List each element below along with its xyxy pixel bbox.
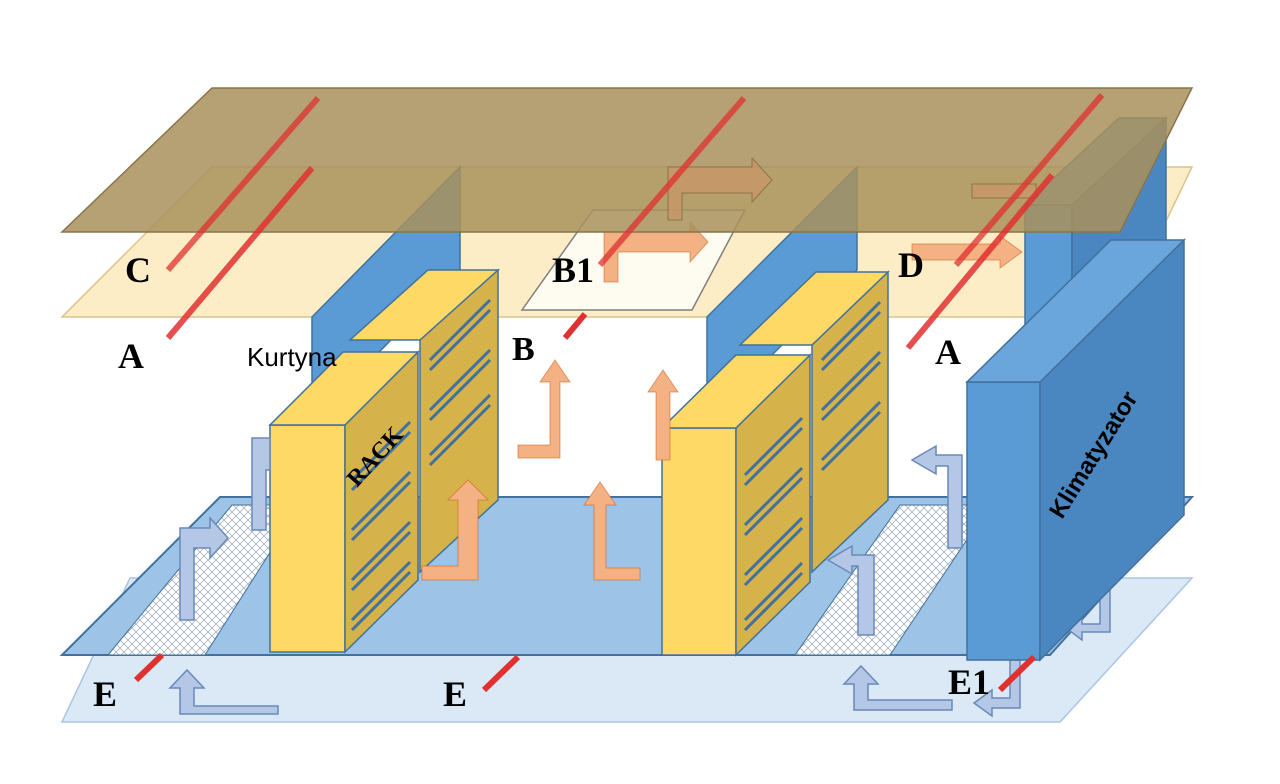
rack-right-front: [661, 427, 737, 656]
section-line-b1: [597, 96, 747, 267]
section-lines: [133, 93, 1105, 693]
rack-right-top: [660, 354, 812, 429]
rack-left-slots: [350, 298, 492, 632]
crac-down-arrow: [972, 659, 1021, 718]
cold-arrow-left-tile: [179, 516, 230, 621]
label-b1: B1: [552, 250, 594, 290]
section-line-a-right: [905, 173, 1055, 350]
hot-arrow-right-rack: [647, 369, 679, 461]
section-line-e1: [997, 654, 1037, 693]
rack-left-top: [268, 351, 420, 426]
hot-arrow-floor-mid: [583, 481, 641, 581]
cold-arrow-left-rack: [251, 437, 271, 531]
label-e-left: E: [93, 674, 117, 714]
hot-arrow-aisle-mid: [517, 359, 571, 459]
cold-arrow-right-tile: [826, 544, 875, 636]
label-a-left: A: [118, 336, 144, 376]
rack-left-front: [269, 424, 346, 653]
hot-arrow-plenum-mid: [667, 156, 773, 221]
label-c: C: [125, 250, 151, 290]
section-line-c: [165, 96, 321, 272]
crac-unit-front: [966, 381, 1041, 661]
rack-right-back-top: [738, 271, 890, 346]
label-a-right: A: [935, 332, 961, 372]
underfloor-cold-arrow-left: [168, 668, 279, 715]
section-line-a-left: [165, 166, 315, 340]
label-b: B: [512, 331, 535, 368]
label-e1: E1: [948, 662, 990, 702]
rack-left-back-top: [348, 269, 500, 341]
label-d: D: [898, 245, 924, 285]
label-kurtyna: Kurtyna: [247, 342, 337, 372]
section-line-b: [562, 312, 588, 340]
underfloor-cold-arrow-right: [842, 664, 953, 711]
section-line-d: [953, 93, 1105, 267]
crac-return-arrow: [1064, 589, 1111, 642]
crac-unit-top: [965, 239, 1186, 383]
rack-right-slots: [743, 300, 882, 632]
cold-arrow-crac-side: [910, 444, 963, 549]
section-line-e-left: [133, 652, 165, 683]
upper-ceiling-plane: [60, 87, 1194, 233]
hot-arrow-left-rack: [421, 479, 490, 581]
label-e-mid: E: [443, 674, 467, 714]
section-line-e-mid: [481, 654, 521, 693]
